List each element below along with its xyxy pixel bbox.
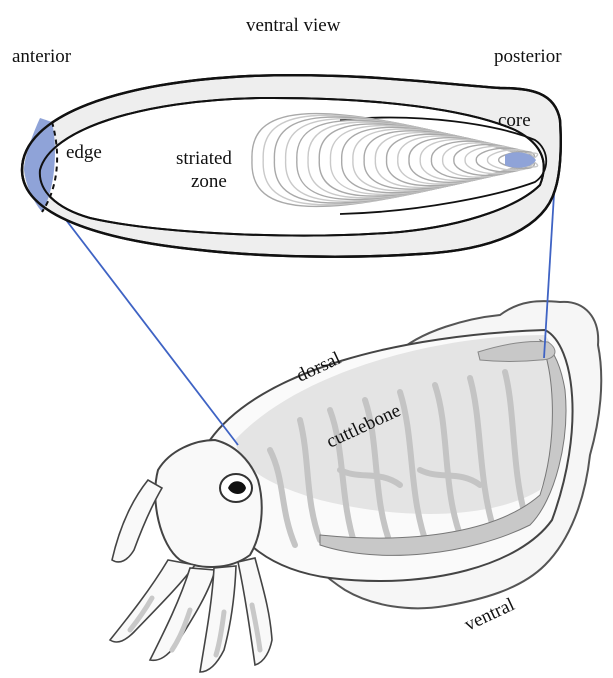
label-core: core [498,110,531,131]
eye [220,474,252,502]
head [155,440,261,567]
label-ventral-view: ventral view [246,15,341,36]
cuttlefish-illustration [110,301,601,672]
label-posterior: posterior [494,46,562,67]
label-edge: edge [66,142,102,163]
label-zone: zone [191,171,227,192]
cuttlebone-ventral-view [22,75,561,256]
label-striated: striated [176,148,232,169]
label-anterior: anterior [12,46,72,67]
